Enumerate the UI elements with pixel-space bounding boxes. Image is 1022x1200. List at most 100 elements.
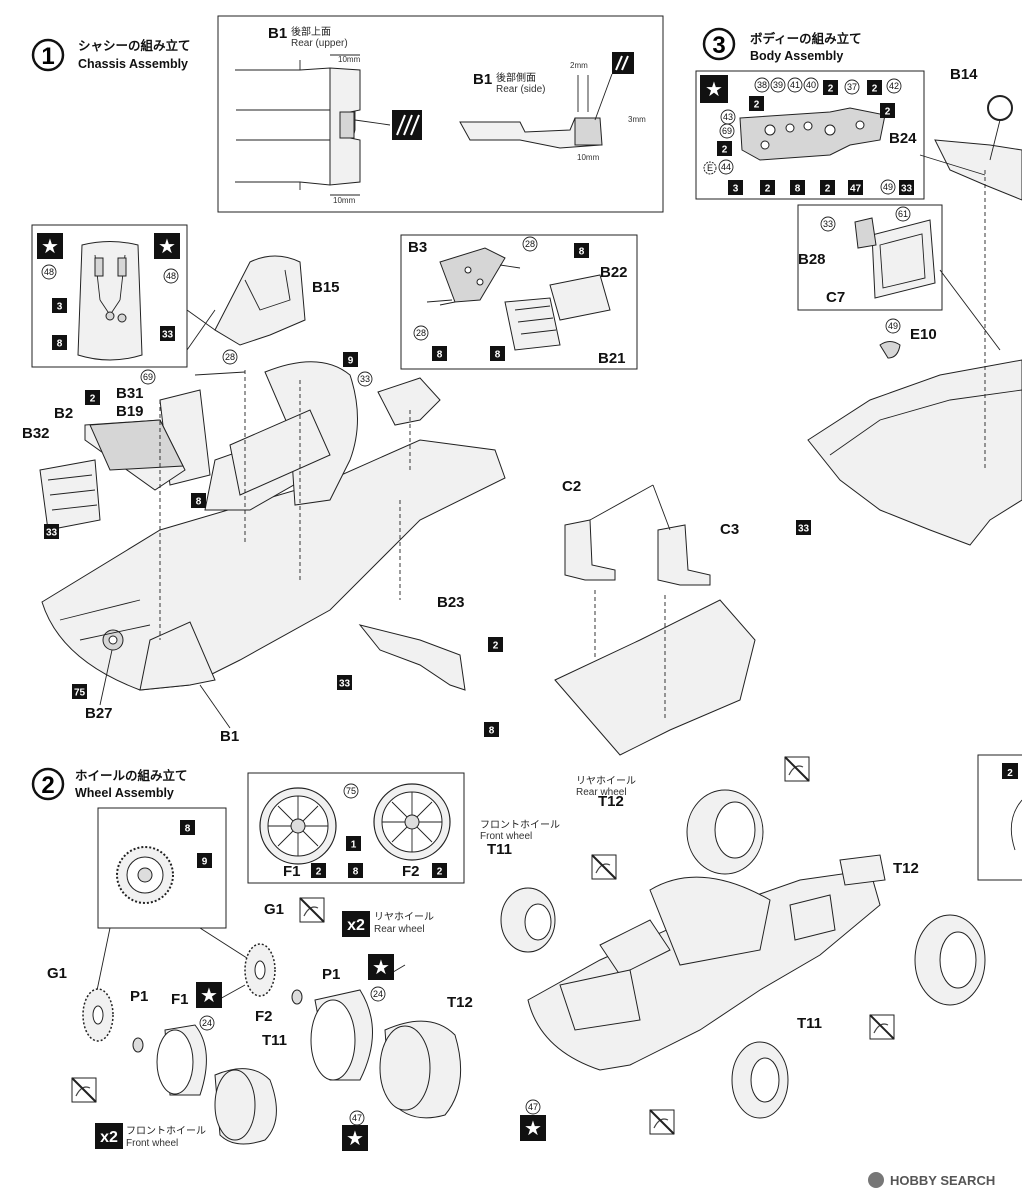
part-label: B3 [408,239,427,256]
decal-number: 40 [803,77,819,93]
svg-text:フロントホイール: フロントホイール [480,819,560,831]
part-label: B23 [437,594,465,611]
color-chip: 3 [52,298,67,313]
watermark: HOBBY SEARCH [868,1172,995,1188]
b1-upper-en: Rear (upper) [291,38,348,49]
svg-text:8: 8 [57,339,63,350]
seat-detail-box: ★ ★ [31,224,188,368]
svg-text:★: ★ [372,955,390,979]
part-label: C7 [826,289,845,306]
part-label: B2 [54,405,73,422]
svg-text:8: 8 [489,726,495,737]
color-chip: 2 [717,141,732,156]
svg-text:★: ★ [346,1126,364,1150]
svg-text:3: 3 [733,184,739,195]
color-chip: 8 [191,493,206,508]
part-label: T12 [447,994,473,1011]
part-label: B22 [600,264,628,281]
svg-text:39: 39 [773,80,783,90]
part-label: T11 [487,841,512,858]
decal-number: 47 [349,1110,365,1126]
decal-number: 75 [343,783,359,799]
no-cement-icon [869,1014,895,1040]
dim-10mm-c: 10mm [577,153,600,162]
svg-text:8: 8 [437,350,443,361]
color-chip: 47 [848,180,863,195]
svg-text:33: 33 [360,374,370,384]
color-chip: 2 [820,180,835,195]
part-label: P1 [322,966,340,983]
svg-text:2: 2 [872,84,878,95]
color-chip: 8 [432,346,447,361]
color-chip: 2 [488,637,503,652]
svg-text:40: 40 [806,80,816,90]
svg-text:リヤホイール: リヤホイール [374,911,434,923]
part-label: T11 [262,1032,287,1049]
svg-text:8: 8 [795,184,801,195]
section-title-en: Chassis Assembly [78,57,188,71]
color-chip: 2 [760,180,775,195]
color-chip: 33 [899,180,914,195]
color-chip: 2 [85,390,100,405]
decal-number: 33 [357,371,373,387]
decal-number: 48 [163,268,179,284]
decal-number: 33 [820,216,836,232]
step-number: 3 [712,32,725,59]
color-chip: 2 [823,80,838,95]
svg-text:28: 28 [225,352,235,362]
color-chip: 8 [180,820,195,835]
seat-b15 [186,255,306,351]
part-label: B32 [22,425,50,442]
section-3-header: 3 ボディーの組み立て Body Assembly [702,27,862,63]
color-chip: 2 [880,103,895,118]
section-1-header: 1 シャシーの組み立て Chassis Assembly [31,38,191,72]
svg-text:1: 1 [351,840,357,851]
part-label: F2 [255,1008,273,1025]
color-chip: 33 [337,675,352,690]
color-chip: 33 [796,520,811,535]
svg-text:フロントホイール: フロントホイール [126,1125,206,1137]
decal-number: 24 [370,986,386,1002]
svg-text:28: 28 [416,328,426,338]
part-label: T12 [598,793,624,810]
svg-text:2: 2 [828,84,834,95]
step-number: 2 [41,772,54,799]
decal-number: 43 [720,109,736,125]
decal-number: 37 [844,79,860,95]
no-cement-icon [591,854,617,880]
section-title-jp: シャシーの組み立て [78,38,191,53]
decal-number: 41 [787,77,803,93]
color-chip: 33 [44,524,59,539]
decal-number: 42 [886,78,902,94]
decal-number: 61 [895,206,911,222]
decal-number: 48 [41,264,57,280]
paint-chip-icon [612,52,634,74]
partial-detail-box-right: 2 [977,754,1022,881]
svg-text:8: 8 [185,824,191,835]
svg-text:61: 61 [898,209,908,219]
svg-text:8: 8 [196,497,202,508]
svg-text:33: 33 [823,219,833,229]
part-label: E10 [910,326,937,343]
no-cement-icon [71,1077,97,1103]
svg-text:28: 28 [525,239,535,249]
svg-text:33: 33 [901,184,913,195]
no-cement-icon [299,897,325,923]
part-label: B24 [889,130,917,147]
decal-number: 69 [719,123,735,139]
rear-detail-box: B1 後部上面 Rear (upper) 10mm 10mm B1 後部側面 R… [217,15,664,213]
part-label: B1 [220,728,239,745]
decal-number: 49 [880,179,896,195]
b1-side-jp: 後部側面 [496,71,536,84]
decal-number: 24 [199,1015,215,1031]
decal-number: 39 [770,77,786,93]
part-label: F2 [402,863,420,880]
color-chip: 2 [867,80,882,95]
svg-text:2: 2 [825,184,831,195]
svg-text:47: 47 [850,184,862,195]
color-chip: 2 [749,96,764,111]
no-cement-icon [784,756,810,782]
svg-text:2: 2 [493,641,499,652]
